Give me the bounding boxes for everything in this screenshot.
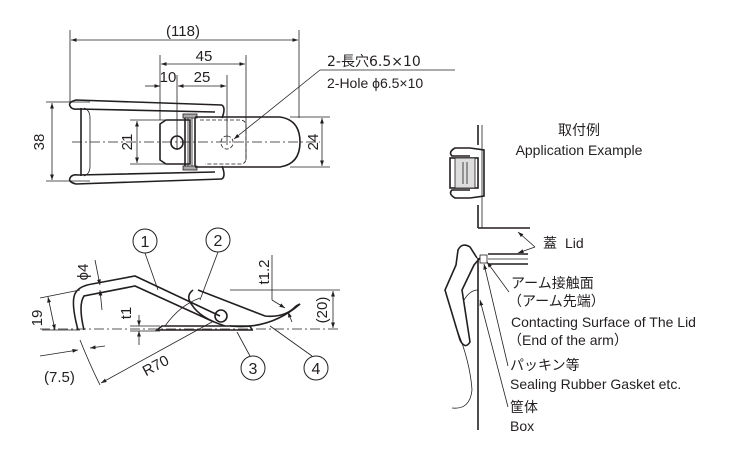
dim-hole-offset: 10	[160, 69, 177, 86]
application-title-jp: 取付例	[558, 123, 600, 139]
hole-note-jp: 2-長穴6.5×10	[327, 54, 421, 70]
dim-hole-pitch: 25	[194, 69, 211, 86]
application-example: 取付例 Application Example 蓋 Lid アーム接触面 （アー…	[444, 123, 696, 434]
lid-label-jp: 蓋	[543, 236, 557, 252]
dim-body-width: 38	[31, 134, 48, 151]
box-label-en: Box	[510, 418, 534, 434]
balloon-1	[132, 228, 158, 254]
dim-height: 19	[29, 310, 46, 327]
balloon-1-label: 1	[141, 234, 150, 251]
box-label-jp: 筐体	[510, 399, 538, 416]
dim-keeper-height: (20)	[314, 297, 331, 324]
dim-thickness-base: t1	[118, 307, 135, 320]
dim-wire-dia: ϕ4	[75, 264, 92, 281]
contact-label-en2: （End of the arm）	[508, 332, 628, 348]
side-view: 1 2 3 4 ϕ4 19 t1 t1.2 (20) (7.5) R7	[29, 227, 340, 386]
contact-label-jp1: アーム接触面	[511, 275, 594, 292]
gasket-label-en: Sealing Rubber Gasket etc.	[510, 376, 681, 392]
dim-inner-width: 21	[119, 134, 136, 151]
dim-keeper-width: 24	[305, 134, 322, 151]
gasket-label-jp: パッキン等	[510, 357, 580, 374]
balloon-2-label: 2	[214, 233, 223, 250]
balloon-4-label: 4	[312, 361, 321, 378]
dim-overall-length: (118)	[166, 23, 200, 40]
balloon-4	[303, 355, 329, 381]
balloon-3	[240, 355, 266, 381]
contact-label-jp2: （アーム先端）	[508, 294, 605, 310]
dim-offset: (7.5)	[44, 369, 75, 386]
lid-label-en: Lid	[565, 235, 584, 251]
balloon-3-label: 3	[249, 361, 258, 378]
dim-thickness-keeper: t1.2	[256, 259, 273, 284]
dim-line-19	[47, 296, 56, 331]
hole-note-en: 2-Hole ϕ6.5×10	[327, 75, 423, 91]
dim-radius: R70	[140, 352, 172, 380]
contact-label-en1: Contacting Surface of The Lid	[511, 314, 696, 330]
balloon-2	[205, 227, 231, 253]
application-title-en: Application Example	[516, 142, 643, 158]
dim-hole-span: 45	[196, 48, 213, 65]
top-view: (118) 45 10 25 38 21 24 2-長穴6.5×10 2-Hol…	[31, 23, 455, 185]
